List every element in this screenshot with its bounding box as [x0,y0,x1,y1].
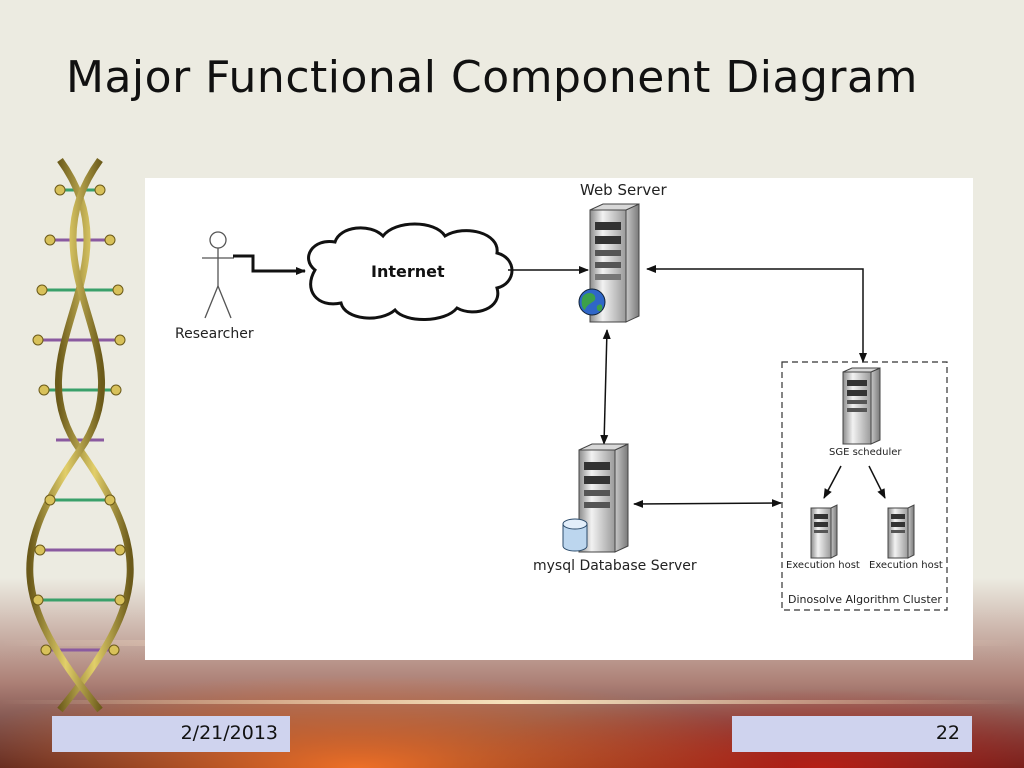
server-icon [810,504,838,559]
connector-webserver-cluster [646,265,867,363]
execution-host-label: Execution host [786,560,860,571]
execution-host-label: Execution host [869,560,943,571]
diagram-panel: Researcher Internet Web Server mysql Dat… [145,178,973,660]
background-streak [0,700,1024,704]
person-icon [202,231,234,319]
connector-scheduler-host2 [868,465,886,499]
server-icon [589,203,640,323]
researcher-label: Researcher [175,326,254,342]
date-text: 2/21/2013 [180,722,278,744]
connector-scheduler-host1 [823,465,842,499]
internet-label: Internet [371,262,445,281]
sge-scheduler-label: SGE scheduler [829,447,902,458]
cluster-boundary [781,361,948,611]
database-icon [562,518,588,552]
dna-helix-icon [26,157,134,713]
slide-title: Major Functional Component Diagram [66,52,918,103]
diagram-canvas [202,203,948,611]
page-number-text: 22 [935,722,960,744]
connector-database-cluster [633,499,782,508]
footer-date: 2/21/2013 [52,716,290,752]
footer-page-number: 22 [732,716,972,752]
connector-webserver-database [600,329,611,445]
web-server-label: Web Server [580,181,667,199]
cluster-label: Dinosolve Algorithm Cluster [788,593,942,606]
server-icon [842,367,881,445]
connector-researcher-internet [233,254,306,275]
server-icon [578,443,629,553]
globe-icon [578,288,606,316]
server-icon [887,504,915,559]
database-server-label: mysql Database Server [533,558,697,574]
